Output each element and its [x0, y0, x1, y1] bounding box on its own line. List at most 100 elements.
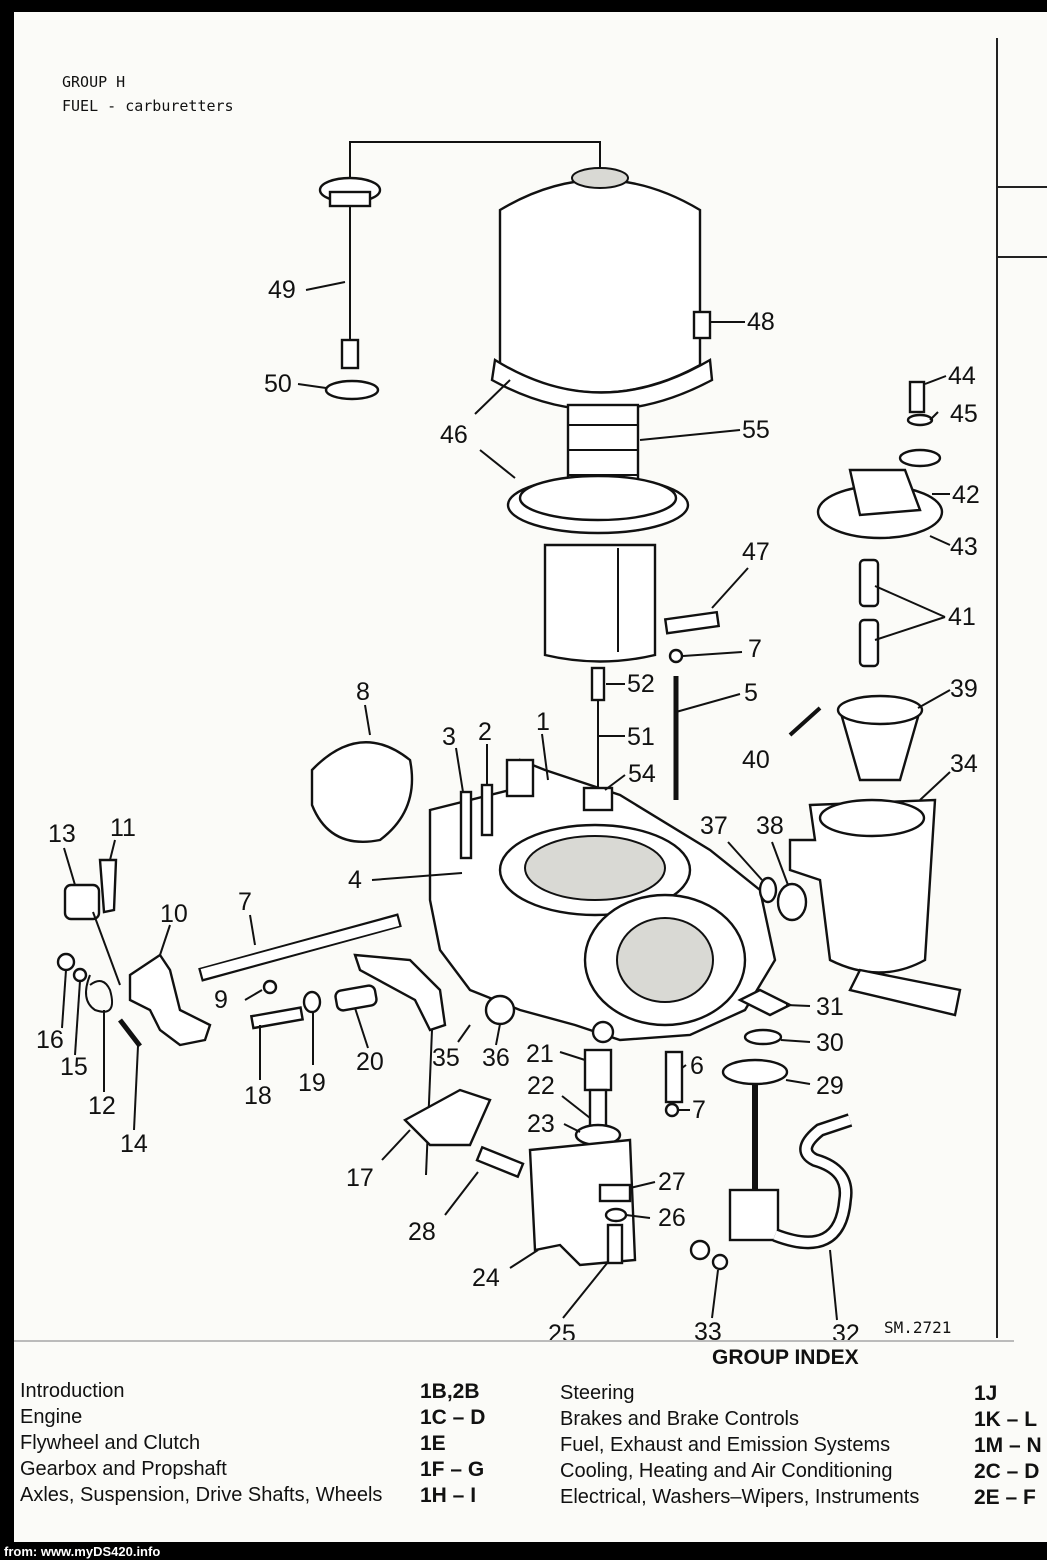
group-index-title: GROUP INDEX [712, 1346, 859, 1369]
callout-49: 48 [747, 308, 775, 336]
part-spring-6 [664, 1050, 684, 1104]
index-link-brakes[interactable]: Brakes and Brake Controls [560, 1408, 800, 1430]
callout-33: 32 [832, 1320, 860, 1348]
callout-8: 7 [238, 888, 252, 916]
callout-28: 27 [658, 1168, 686, 1196]
callout-18: 17 [346, 1164, 374, 1192]
part-washer-51 [324, 379, 380, 401]
part-needle-valve-lower [858, 618, 880, 668]
margin-tab-bottom [998, 256, 1047, 258]
index-link-engine[interactable]: Engine [20, 1406, 83, 1428]
callout-19: 18 [244, 1082, 272, 1110]
callout-9: 8 [356, 678, 370, 706]
part-pivot-pin [788, 706, 822, 737]
callout-48: 47 [742, 538, 770, 566]
index-link-steering[interactable]: Steering [560, 1382, 635, 1404]
index-link-gearbox-propshaft[interactable]: Gearbox and Propshaft [20, 1458, 227, 1480]
index-link-introduction[interactable]: Introduction [20, 1380, 125, 1402]
callout-37: 36 [482, 1044, 510, 1072]
index-link-fuel-exhaust[interactable]: Fuel, Exhaust and Emission Systems [560, 1434, 891, 1456]
callout-2: 2 [478, 718, 492, 746]
callout-38: 37 [700, 812, 728, 840]
callout-21: 20 [356, 1048, 384, 1076]
index-link-axles-suspension[interactable]: Axles, Suspension, Drive Shafts, Wheels [20, 1484, 383, 1506]
index-pages-engine[interactable]: 1C – D [420, 1406, 486, 1429]
callout-15: 14 [120, 1130, 148, 1158]
callout-39: 38 [756, 812, 784, 840]
index-pages-steering[interactable]: 1J [974, 1382, 998, 1405]
index-pages-flywheel-clutch[interactable]: 1E [420, 1432, 446, 1455]
part-screw-2 [480, 783, 494, 837]
callout-7-upper: 7 [748, 635, 762, 663]
callout-46: 45 [950, 400, 978, 428]
callout-6: 6 [690, 1052, 704, 1080]
callout-22: 21 [526, 1040, 554, 1068]
index-pages-introduction[interactable]: 1B,2B [420, 1380, 480, 1403]
callout-43: 42 [952, 481, 980, 509]
source-footer: from: www.myDS420.info [4, 1544, 161, 1559]
callout-3: 3 [442, 723, 456, 751]
part-bolt-29 [475, 1145, 525, 1179]
part-piston [506, 474, 690, 663]
leader-lines [61, 281, 951, 1321]
part-clip-12 [98, 858, 118, 914]
part-banjo-bolt [758, 876, 778, 904]
callout-10: 9 [214, 986, 228, 1014]
part-bolt-15 [118, 1018, 142, 1048]
part-washer-16 [72, 967, 88, 983]
callout-14: 13 [48, 820, 76, 848]
index-pages-electrical[interactable]: 2E – F [974, 1486, 1036, 1509]
callout-5: 5 [744, 679, 758, 707]
part-suction-chamber [490, 167, 714, 412]
index-pages-axles-suspension[interactable]: 1H – I [420, 1484, 477, 1507]
part-screw-3 [459, 790, 473, 860]
right-margin-rule [996, 38, 998, 1338]
part-jet-base [728, 1188, 780, 1242]
callout-labels: 49 50 46 48 55 44 45 42 43 41 47 7 52 5 … [36, 276, 980, 1348]
callout-23: 22 [527, 1072, 555, 1100]
part-throttle-lever [128, 953, 212, 1047]
callout-20: 19 [298, 1069, 326, 1097]
part-jet-assembly [574, 1048, 622, 1147]
part-jet-head-30 [721, 1058, 789, 1086]
index-pages-gearbox-propshaft[interactable]: 1F – G [420, 1458, 485, 1481]
callout-30: 29 [816, 1072, 844, 1100]
section-subtitle: FUEL - carburetters [62, 97, 234, 115]
callout-51: 50 [264, 370, 292, 398]
part-link-rod [425, 1029, 433, 1176]
callout-45: 44 [948, 362, 976, 390]
index-link-electrical[interactable]: Electrical, Washers–Wipers, Instruments [560, 1486, 920, 1508]
part-needle-valve-upper [858, 558, 880, 608]
callout-25: 24 [472, 1264, 500, 1292]
part-spring-53 [590, 666, 606, 702]
callout-55: 55 [742, 416, 770, 444]
index-link-cooling-heating[interactable]: Cooling, Heating and Air Conditioning [560, 1460, 893, 1482]
callout-40: 39 [950, 675, 978, 703]
callout-7-lower: 7 [692, 1096, 706, 1124]
part-washer-20 [302, 990, 322, 1014]
callout-31: 30 [816, 1029, 844, 1057]
assembly-link-line [349, 141, 601, 185]
part-nut-17 [56, 952, 76, 972]
index-link-flywheel-clutch[interactable]: Flywheel and Clutch [20, 1432, 201, 1454]
callout-42: 41 [948, 603, 976, 631]
callout-26: 25 [548, 1320, 576, 1348]
index-pages-brakes[interactable]: 1K – L [974, 1408, 1038, 1431]
part-clip-10 [262, 979, 278, 995]
part-spring-34 [689, 1239, 711, 1261]
callout-29: 28 [408, 1218, 436, 1246]
callout-32: 31 [816, 993, 844, 1021]
margin-tab-top [998, 186, 1047, 188]
index-divider [14, 1340, 1014, 1342]
index-pages-cooling-heating[interactable]: 2C – D [974, 1460, 1040, 1483]
callout-17: 16 [36, 1026, 64, 1054]
part-plate-28 [598, 1183, 632, 1203]
callout-52: 51 [627, 723, 655, 751]
index-pages-fuel-exhaust[interactable]: 1M – N [974, 1434, 1042, 1457]
part-cam-lever-18 [403, 1088, 492, 1147]
part-banjo-washer [776, 882, 808, 922]
callout-54: 54 [628, 760, 656, 788]
group-label: GROUP H [62, 73, 126, 91]
part-screw-19 [249, 1006, 305, 1030]
callout-50: 49 [268, 276, 296, 304]
